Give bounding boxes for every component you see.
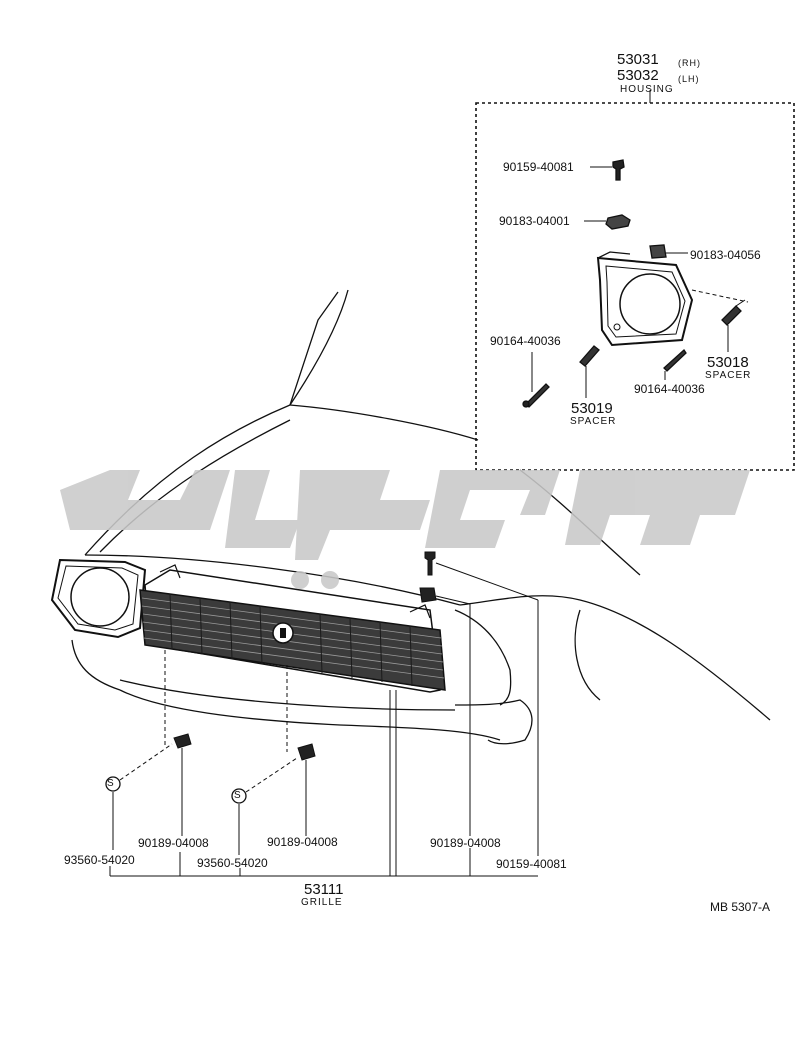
housing-side-rh: (RH) <box>678 58 701 68</box>
watermark <box>60 470 750 589</box>
label-clip-a: 90189-04008 <box>138 836 209 850</box>
s-mark-b: S <box>234 790 241 801</box>
housing-side-lh: (LH) <box>678 74 700 84</box>
reference-code: MB 5307-A <box>710 900 771 914</box>
label-nut-right: 90183-04056 <box>690 248 761 262</box>
label-screw-s-b: 93560-54020 <box>197 856 268 870</box>
label-grille-part: 53111 <box>304 881 344 898</box>
s-screws <box>105 776 247 804</box>
label-screw-left: 90164-40036 <box>490 334 561 348</box>
label-nut-top: 90183-04001 <box>499 214 570 228</box>
housing-box <box>475 90 795 471</box>
label-spacer-center-name: SPACER <box>570 416 617 427</box>
label-grille-name: GRILLE <box>301 897 343 908</box>
housing-parts <box>522 159 749 408</box>
housing-part-lh: 53032 <box>617 67 659 84</box>
label-bolt-top: 90159-40081 <box>503 160 574 174</box>
left-headlamp-housing <box>50 558 147 639</box>
housing-part-rh: 53031 <box>617 51 659 68</box>
s-mark-a: S <box>107 778 114 789</box>
grille-fasteners <box>173 551 437 761</box>
label-spacer-center-num: 53019 <box>571 400 613 417</box>
leader-lines-lower <box>109 562 539 877</box>
label-bolt-bottom: 90159-40081 <box>496 857 567 871</box>
label-spacer-right-name: SPACER <box>705 370 752 381</box>
label-screw-s-a: 93560-54020 <box>64 853 135 867</box>
label-clip-b: 90189-04008 <box>267 835 338 849</box>
grille-drawing <box>139 564 446 693</box>
label-spacer-right-num: 53018 <box>707 354 749 371</box>
label-screw-right: 90164-40036 <box>634 382 705 396</box>
label-clip-c: 90189-04008 <box>430 836 501 850</box>
housing-name: HOUSING <box>620 84 674 95</box>
